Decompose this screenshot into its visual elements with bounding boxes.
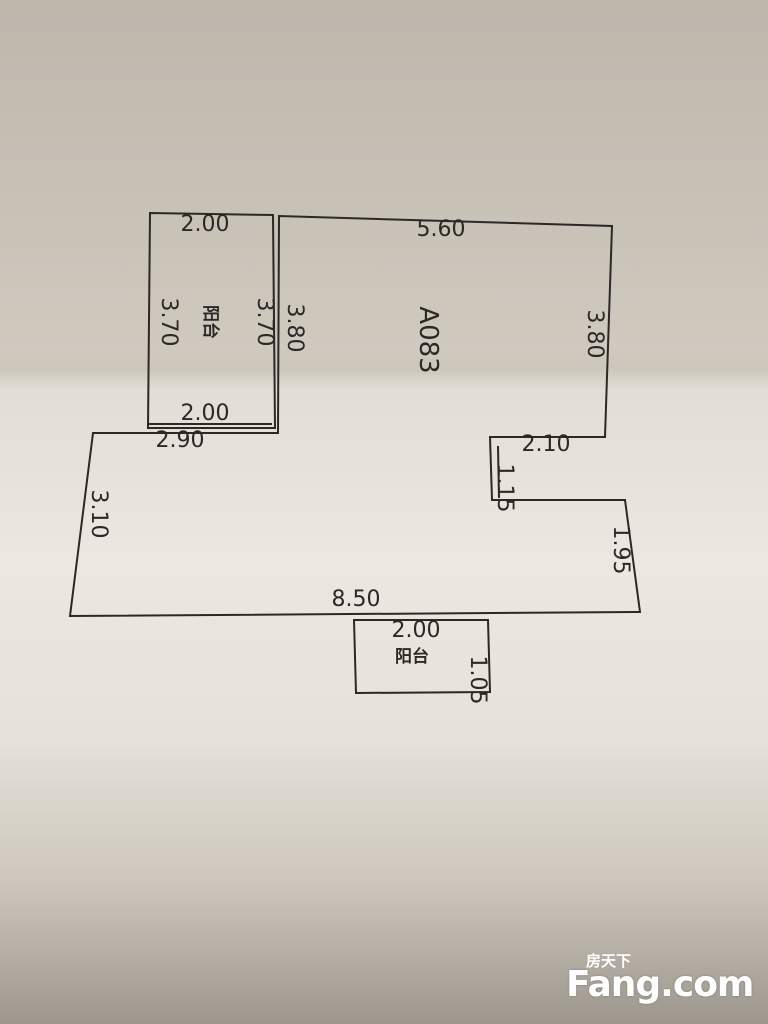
dim-main-right: 3.80 [582, 310, 607, 359]
room-label-balcony-lower: 阳台 [395, 646, 429, 667]
dim-balcony2-top: 2.00 [392, 618, 441, 643]
dim-main-left: 3.80 [282, 304, 307, 353]
watermark-sub: 房天下 [586, 952, 632, 970]
dim-left-side: 3.10 [86, 490, 111, 539]
watermark-logo: Fang.com [566, 964, 754, 1005]
dim-notch-top: 2.10 [522, 432, 571, 457]
room-label-balcony-upper: 阳台 [200, 305, 221, 339]
dim-bottom: 8.50 [332, 587, 381, 612]
unit-outline [68, 214, 642, 618]
dim-balcony-bottom: 2.00 [181, 401, 230, 426]
dim-notch-side: 1.15 [492, 464, 517, 513]
dim-balcony2-side: 1.05 [465, 656, 490, 705]
dim-balcony-left: 3.70 [156, 298, 181, 347]
notch-inner-line [497, 445, 500, 499]
dim-balcony-right: 3.70 [252, 298, 277, 347]
unit-code: A083 [413, 306, 443, 373]
dim-step-top: 2.90 [156, 428, 205, 453]
balcony-lower-outline [352, 619, 492, 695]
dim-balcony-top: 2.00 [181, 212, 230, 237]
dim-right-lower: 1.95 [608, 526, 633, 575]
balcony-upper-outline [146, 211, 277, 429]
watermark: 房天下 Fang.com [566, 950, 756, 1010]
dim-main-top: 5.60 [417, 217, 466, 242]
